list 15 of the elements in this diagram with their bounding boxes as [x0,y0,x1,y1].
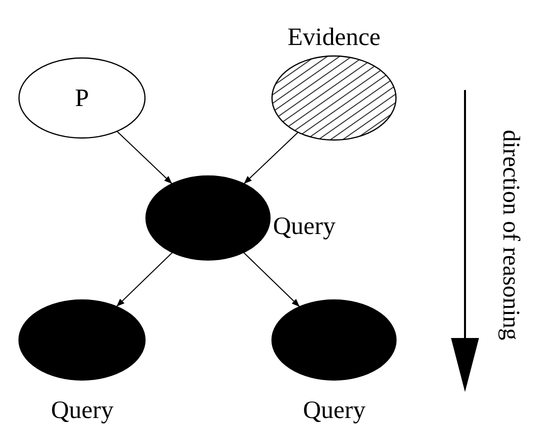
node-label: Evidence [288,25,381,50]
arrow [243,252,300,308]
node-label: Query [303,398,366,423]
ellipse-node [271,55,397,141]
ellipse-node [18,57,146,139]
ellipse-node [271,299,397,381]
arrow [243,132,299,184]
direction-label: direction of reasoning [498,130,522,340]
node-label: P [75,86,89,110]
node-label: Query [273,214,336,238]
arrow [116,252,173,308]
node-label: Query [51,398,114,423]
arrow [116,130,173,184]
ellipse-node [145,175,271,261]
ellipse-node [18,299,146,381]
